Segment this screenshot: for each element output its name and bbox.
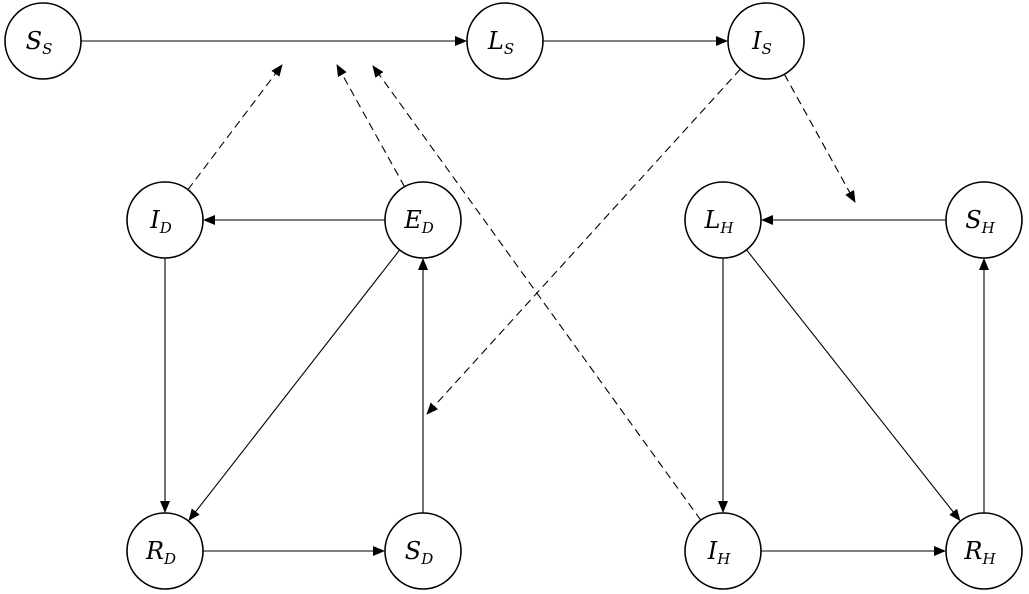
node-label-subscript: S [762, 40, 772, 58]
node-rd: RD [126, 512, 204, 590]
node-ls: LS [466, 2, 544, 80]
node-label-subscript: S [504, 40, 514, 58]
edge-ed-to-ss-ls [336, 64, 406, 188]
node-circle [945, 512, 1023, 590]
node-label-main: S [405, 537, 421, 565]
node-label-subscript: H [719, 219, 734, 237]
node-lh: LH [684, 181, 762, 259]
node-label-main: S [26, 27, 42, 55]
node-is: IS [727, 2, 805, 80]
node-label: IS [751, 27, 772, 58]
node-label-main: S [965, 206, 981, 234]
node-label: ID [149, 206, 172, 237]
node-ss: SS [4, 2, 82, 80]
node-label: LS [487, 27, 514, 58]
node-circle [384, 181, 462, 259]
node-circle [466, 2, 544, 80]
node-label-main: L [487, 27, 504, 55]
node-circle [4, 2, 82, 80]
node-label-subscript: D [421, 219, 434, 237]
node-label-subscript: D [163, 550, 176, 568]
node-label: IH [707, 537, 731, 568]
node-label-subscript: D [159, 219, 172, 237]
edge-id-to-ss-ls [187, 64, 283, 191]
node-circle [126, 512, 204, 590]
edge-lh-to-rh [746, 249, 961, 522]
node-circle [684, 512, 762, 590]
node-id: ID [126, 181, 204, 259]
node-label-main: R [963, 537, 982, 565]
node-label: ED [403, 206, 434, 237]
node-circle [684, 181, 762, 259]
edges-layer [81, 36, 989, 556]
node-sh: SH [945, 181, 1023, 259]
node-label: SS [26, 27, 53, 58]
node-circle [945, 181, 1023, 259]
node-label: LH [703, 206, 734, 237]
node-label-main: E [403, 206, 422, 234]
node-ed: ED [384, 181, 462, 259]
node-label: SH [965, 206, 995, 237]
node-label-main: I [707, 537, 718, 565]
node-label: RD [145, 537, 176, 568]
node-ih: IH [684, 512, 762, 590]
node-label-subscript: H [981, 219, 996, 237]
edge-ed-to-rd [188, 249, 401, 521]
node-label-subscript: H [981, 550, 996, 568]
node-sd: SD [384, 512, 462, 590]
node-rh: RH [945, 512, 1023, 590]
node-label-subscript: H [716, 550, 731, 568]
node-label-main: I [149, 206, 160, 234]
node-label-main: I [751, 27, 762, 55]
node-label: SD [405, 537, 433, 568]
node-label-subscript: D [420, 550, 433, 568]
node-circle [727, 2, 805, 80]
node-label-subscript: S [42, 40, 52, 58]
node-label-main: R [145, 537, 164, 565]
node-label: RH [963, 537, 996, 568]
node-label-main: L [703, 206, 720, 234]
edge-is-to-sh-lh [783, 74, 856, 203]
node-circle [384, 512, 462, 590]
node-circle [126, 181, 204, 259]
